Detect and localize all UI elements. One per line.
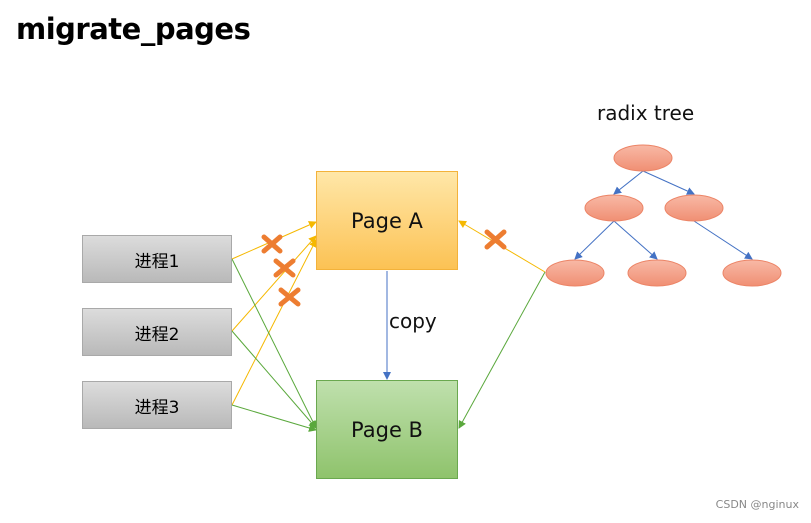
tree-node	[722, 259, 782, 287]
process-2-box: 进程2	[82, 308, 232, 356]
process-3-box: 进程3	[82, 381, 232, 429]
tree-node-leaf-page	[545, 259, 605, 287]
page-title: migrate_pages	[16, 12, 251, 46]
tree-node	[664, 194, 724, 222]
watermark: CSDN @nginux	[715, 498, 799, 511]
cross-icon	[273, 258, 296, 278]
radix-tree-edges	[574, 170, 753, 260]
radix-tree-nodes	[545, 144, 782, 287]
new-mappings	[231, 258, 546, 432]
page-a-box: Page A	[316, 171, 458, 270]
copy-label: copy	[389, 309, 437, 333]
proc2-to-page-a	[231, 235, 317, 332]
tree-to-page-b	[458, 271, 546, 429]
tree-edge	[613, 220, 658, 260]
process-1-box: 进程1	[82, 235, 232, 283]
tree-edge	[574, 220, 615, 260]
tree-node-root	[613, 144, 673, 172]
tree-edge	[642, 170, 695, 195]
proc3-to-page-b	[231, 404, 317, 432]
radix-tree-label: radix tree	[597, 101, 695, 125]
tree-edge	[693, 220, 753, 260]
proc2-to-page-b	[231, 330, 317, 429]
tree-node	[627, 259, 687, 287]
cross-marks	[261, 229, 507, 307]
proc1-to-page-b	[231, 258, 317, 429]
page-b-box: Page B	[316, 380, 458, 479]
cross-icon	[261, 234, 283, 254]
tree-edge	[613, 170, 644, 195]
cross-icon	[278, 287, 301, 307]
proc3-to-page-a	[231, 239, 317, 406]
cross-icon	[484, 229, 507, 250]
tree-node	[584, 194, 644, 222]
